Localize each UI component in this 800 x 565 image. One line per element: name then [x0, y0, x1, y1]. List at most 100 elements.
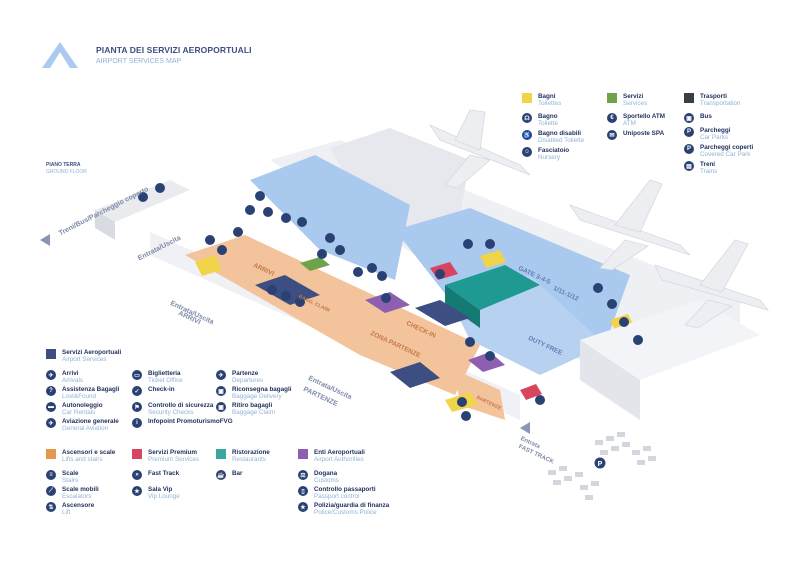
train-icon: ▤ — [684, 161, 694, 171]
parking-marker-letter: P — [598, 461, 603, 468]
legend-bcat-2-sublabel: Premium Services — [148, 456, 200, 463]
pier-area — [250, 155, 410, 280]
legend-bitem-0-0-0-sublabel: Arrivals — [62, 377, 83, 384]
legend-item-2-2-label: Parcheggi coperti — [700, 144, 754, 151]
escalator-icon: ⟋ — [46, 486, 56, 496]
legend-cat-2-sublabel: Transportation — [700, 100, 741, 107]
legend-bitem-0-0-2-sublabel: Car Rentals — [62, 409, 96, 416]
police-icon: ★ — [298, 502, 308, 512]
airport-logo-icon — [42, 42, 78, 68]
legend-bcat-4-sublabel: Airport Authorities — [314, 456, 364, 463]
legend-item-0-2-sublabel: Nursery — [538, 154, 561, 161]
legend-bitem-4-2-sublabel: Police/Customs Police — [314, 509, 377, 516]
legend-bcat-3-sublabel: Restaurants — [232, 456, 266, 463]
legend-cat-1-swatch — [607, 93, 617, 103]
legend-bitem-0-1-0-label: Biglietteria — [148, 370, 181, 377]
block-b — [415, 300, 470, 326]
bus-icon: ▣ — [684, 113, 694, 123]
ticket-icon: ▭ — [132, 370, 142, 380]
legend-cat-1-sublabel: Services — [623, 100, 648, 107]
legend-bitem-4-1-sublabel: Passport control — [314, 493, 360, 500]
legend-bitem-0-2-0-label: Partenze — [232, 370, 259, 377]
legend-item-0-0-sublabel: Toilette — [538, 120, 558, 127]
legend-item-2-1-label: Parcheggi — [700, 127, 731, 134]
legend-bitem-3-0: ☕Bar — [216, 470, 243, 480]
right-wing — [580, 300, 760, 380]
parking-marker-icon[interactable] — [594, 457, 606, 469]
wheelchair-icon: ♿ — [522, 130, 532, 140]
floor-label-en: GROUND FLOOR — [46, 169, 87, 175]
legend-cat-2-label: Trasporti — [700, 93, 727, 100]
legend-bcat-1-label: Ascensori e scale — [62, 449, 116, 456]
arrow-left-icon — [40, 234, 50, 246]
legend-bitem-4-0-sublabel: Customs — [314, 477, 339, 484]
nursery-icon: ☺ — [522, 147, 532, 157]
legend-bitem-2-1-sublabel: Vip Lounge — [148, 493, 180, 500]
arrivals-icon: ✈ — [46, 370, 56, 380]
page-subtitle: AIRPORT SERVICES MAP — [96, 58, 182, 65]
legend-item-0-2-label: Fasciatoio — [538, 147, 570, 154]
map-service-markers[interactable] — [138, 183, 643, 421]
baggage-delivery-icon: ▣ — [216, 386, 226, 396]
legend-item-2-0-label: Bus — [700, 113, 712, 120]
legend-bcat-0-label: Servizi Aeroportuali — [62, 349, 122, 356]
legend-bitem-0-2-2-label: Ritiro bagagli — [232, 402, 273, 409]
legend-cat-0-sublabel: Toilettes — [538, 100, 562, 107]
legend-bitem-0-2-2-sublabel: Baggage Claim — [232, 409, 276, 416]
legend-bcat-4-swatch — [298, 449, 308, 459]
legend-bitem-0-0-1-label: Assistenza Bagagli — [62, 386, 120, 393]
baggage-claim-icon: ▣ — [216, 402, 226, 412]
legend-bitem-4-0-label: Dogana — [314, 470, 338, 477]
legend-bitem-0-1-3-label: Infopoint PromoturismoFVG — [148, 418, 233, 425]
parking-icon: P — [684, 127, 694, 137]
legend-bitem-0-0-3-sublabel: General Aviation — [62, 425, 109, 432]
legend-bitem-0-2-1-label: Riconsegna bagagli — [232, 386, 292, 393]
legend-bitem-4-2-label: Polizia/guardia di finanza — [314, 502, 390, 509]
lost-found-icon: ? — [46, 386, 56, 396]
toilet-block — [195, 255, 222, 276]
legend-bitem-2-1-label: Sala Vip — [148, 486, 173, 493]
stairs-icon: ≡ — [46, 470, 56, 480]
legend-bitem-1-2-sublabel: Lift — [62, 509, 71, 516]
legend-item-0-1-sublabel: Disabled Toilette — [538, 137, 585, 144]
legend-item-2-0-text: Bus — [700, 113, 712, 120]
right-wing-side — [580, 340, 640, 420]
block-c — [390, 362, 440, 388]
page-title: PIANTA DEI SERVIZI AEROPORTUALI — [96, 45, 252, 55]
legend-bitem-1-0-label: Scale — [62, 470, 79, 477]
legend-item-1-0-sublabel: ATM — [623, 120, 636, 127]
legend-bitem-1-0-sublabel: Stairs — [62, 477, 79, 484]
